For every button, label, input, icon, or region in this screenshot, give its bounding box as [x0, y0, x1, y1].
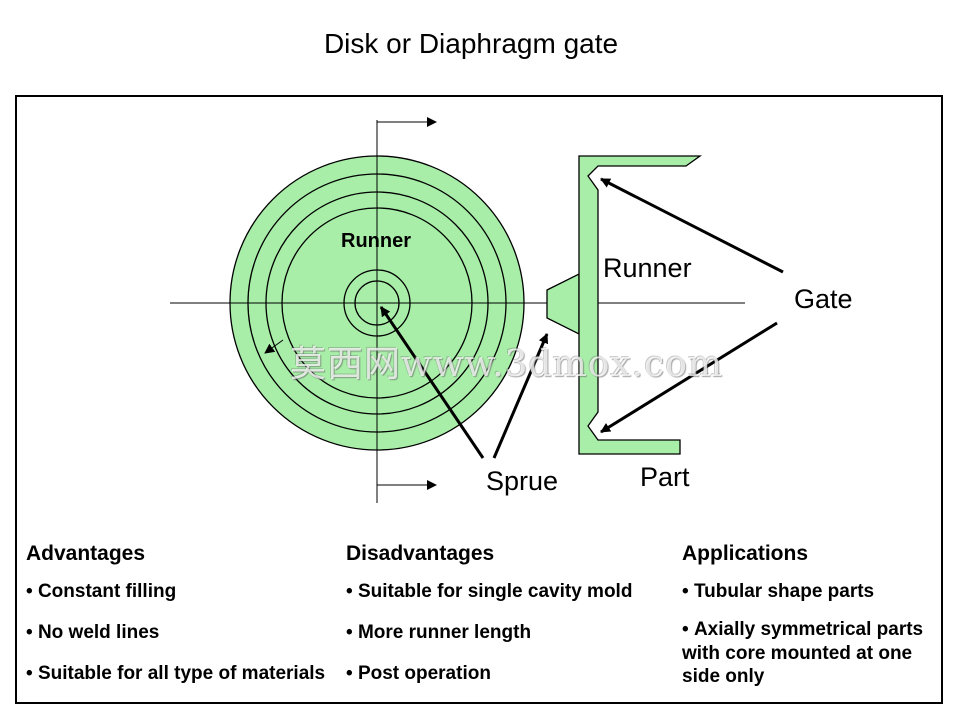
flow-arrow-disk: [264, 339, 284, 354]
label-gate: Gate: [794, 284, 853, 314]
label-runner-disk: Runner: [341, 230, 411, 252]
sprue-cone: [546, 272, 580, 336]
disadvantages-heading: Disadvantages: [346, 542, 495, 565]
sprue-arrow-side: [492, 333, 549, 459]
sprue-arrow-disk: [379, 306, 485, 459]
advantages-column: Advantages Constant filling No weld line…: [26, 542, 346, 702]
gate-arrow-bottom: [600, 321, 778, 434]
list-item: Suitable for all type of materials: [26, 662, 346, 686]
advantages-heading: Advantages: [26, 542, 146, 565]
list-item: More runner length: [346, 621, 676, 645]
disadvantages-list: Suitable for single cavity mold More run…: [346, 580, 676, 685]
label-runner-side: Runner: [603, 253, 692, 283]
applications-column: Applications Tubular shape parts Axially…: [682, 542, 940, 703]
page-title: Disk or Diaphragm gate: [323, 28, 619, 59]
applications-heading: Applications: [682, 542, 809, 565]
advantages-list: Constant filling No weld lines Suitable …: [26, 580, 346, 685]
diagram-frame: [15, 95, 943, 704]
gate-arrow-top: [600, 177, 784, 274]
list-item: No weld lines: [26, 621, 346, 645]
label-sprue: Sprue: [486, 466, 558, 496]
label-part: Part: [640, 462, 690, 492]
list-item: Constant filling: [26, 580, 346, 604]
list-item: Tubular shape parts: [682, 580, 940, 604]
applications-list: Tubular shape parts Axially symmetrical …: [682, 580, 940, 689]
list-item: Axially symmetrical parts with core moun…: [682, 618, 940, 689]
list-item: Post operation: [346, 662, 676, 686]
disadvantages-column: Disadvantages Suitable for single cavity…: [346, 542, 676, 702]
watermark: 莫西网www.3dmox.com: [290, 344, 724, 385]
list-item: Suitable for single cavity mold: [346, 580, 676, 604]
part-profile: [578, 155, 703, 455]
